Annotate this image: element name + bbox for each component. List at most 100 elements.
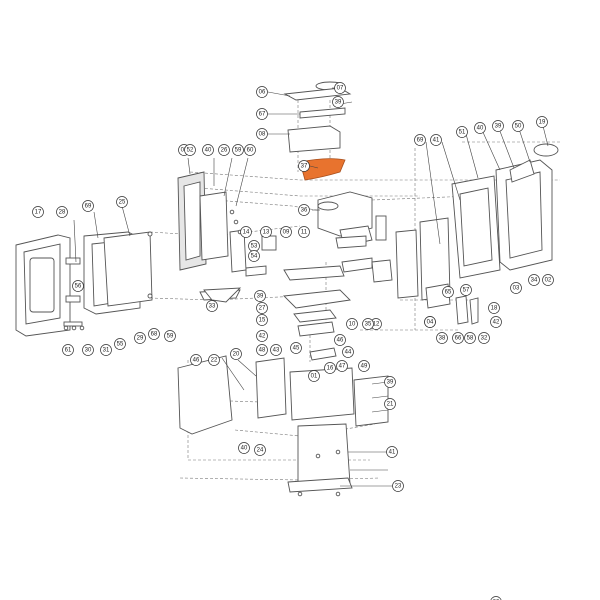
highlighted-part-37 [299,158,346,181]
callout-number: 53 [251,243,258,249]
callout-circle [256,330,268,342]
callout-circle [218,144,230,156]
callout-circle [342,346,354,358]
callout-39: 39 [254,290,266,302]
callout-18: 18 [488,302,500,314]
callout-44: 44 [342,346,354,358]
callout-36: 36 [298,204,310,216]
callout-66: 66 [452,332,464,344]
callout-circle [488,302,500,314]
callout-number: 69 [85,203,92,209]
callout-circle [230,348,242,360]
callout-43: 43 [270,344,282,356]
callout-number: 40 [477,125,484,131]
callout-number: 20 [233,351,240,357]
callout-circle [358,360,370,372]
callout-30: 30 [82,344,94,356]
callout-circle [256,108,268,120]
callout-circle [256,302,268,314]
callout-number: 40 [241,445,248,451]
callout-04: 04 [424,316,436,328]
callout-circle [184,144,196,156]
callout-number: 43 [273,347,280,353]
front-door-assembly [15,231,153,337]
callout-circle [256,314,268,326]
callout-number: 48 [259,347,266,353]
callout-67: 67 [256,108,268,120]
callout-13: 13 [260,226,272,238]
callout-52: 52 [184,144,196,156]
callout-34: 34 [528,274,540,286]
callout-circle [238,442,250,454]
callout-circle [254,290,266,302]
callout-45: 45 [290,342,302,354]
callout-number: 55 [117,341,124,347]
callout-58: 58 [464,332,476,344]
callout-12: 12 [370,318,382,330]
callout-circle [490,596,502,600]
callout-number: 51 [459,129,466,135]
callout-circle [298,226,310,238]
callout-circle [202,144,214,156]
callout-circle [82,344,94,356]
callout-circle [386,446,398,458]
callout-number: 21 [387,401,394,407]
callout-circle [362,318,374,330]
callout-number: 69 [417,137,424,143]
callout-50: 50 [512,120,524,132]
callout-number: 26 [221,147,228,153]
callout-circle [464,332,476,344]
callout-number: 01 [311,373,318,379]
callout-circle [82,200,94,212]
callout-number: 66 [455,335,462,341]
callout-number: 03 [513,285,520,291]
callout-37: 37 [298,160,310,172]
callout-circle [324,362,336,374]
callout-number: 67 [259,111,266,117]
callout-circle [436,332,448,344]
callout-29: 29 [134,332,146,344]
callout-number: 42 [259,333,266,339]
callout-circle [62,344,74,356]
callout-number: 39 [335,99,342,105]
callout-number: 52 [187,147,194,153]
rear-body-assembly [425,143,559,325]
callout-01: 01 [308,370,320,382]
callout-number: 45 [293,345,300,351]
callout-circle [478,332,490,344]
callout-number: 59 [167,333,174,339]
callout-number: 40 [205,147,212,153]
callout-circle [308,370,320,382]
callout-number: 47 [339,363,346,369]
callout-number: 57 [463,287,470,293]
callout-circle [256,128,268,140]
callout-number: 39 [387,379,394,385]
callout-circle [256,86,268,98]
callout-60: 60 [490,596,502,600]
callout-circle [116,196,128,208]
callout-53: 53 [248,240,260,252]
callout-46: 46 [190,354,202,366]
callout-23: 23 [392,480,404,492]
callout-number: 13 [263,229,270,235]
callout-46: 46 [334,334,346,346]
callout-number: 37 [301,163,308,169]
callout-60: 60 [244,144,256,156]
callout-circle [392,480,404,492]
callout-number: 36 [301,207,308,213]
callout-56: 56 [72,280,84,292]
callout-39: 39 [492,120,504,132]
callout-number: 41 [389,449,396,455]
callout-circle [510,282,522,294]
callout-03: 03 [510,282,522,294]
callout-number: 25 [119,199,126,205]
callout-number: 22 [211,357,218,363]
callout-54: 54 [248,250,260,262]
callout-number: 46 [337,337,344,343]
callout-circle [134,332,146,344]
callout-circle [536,116,548,128]
top-assembly [283,81,387,247]
leader-lines [73,87,549,487]
